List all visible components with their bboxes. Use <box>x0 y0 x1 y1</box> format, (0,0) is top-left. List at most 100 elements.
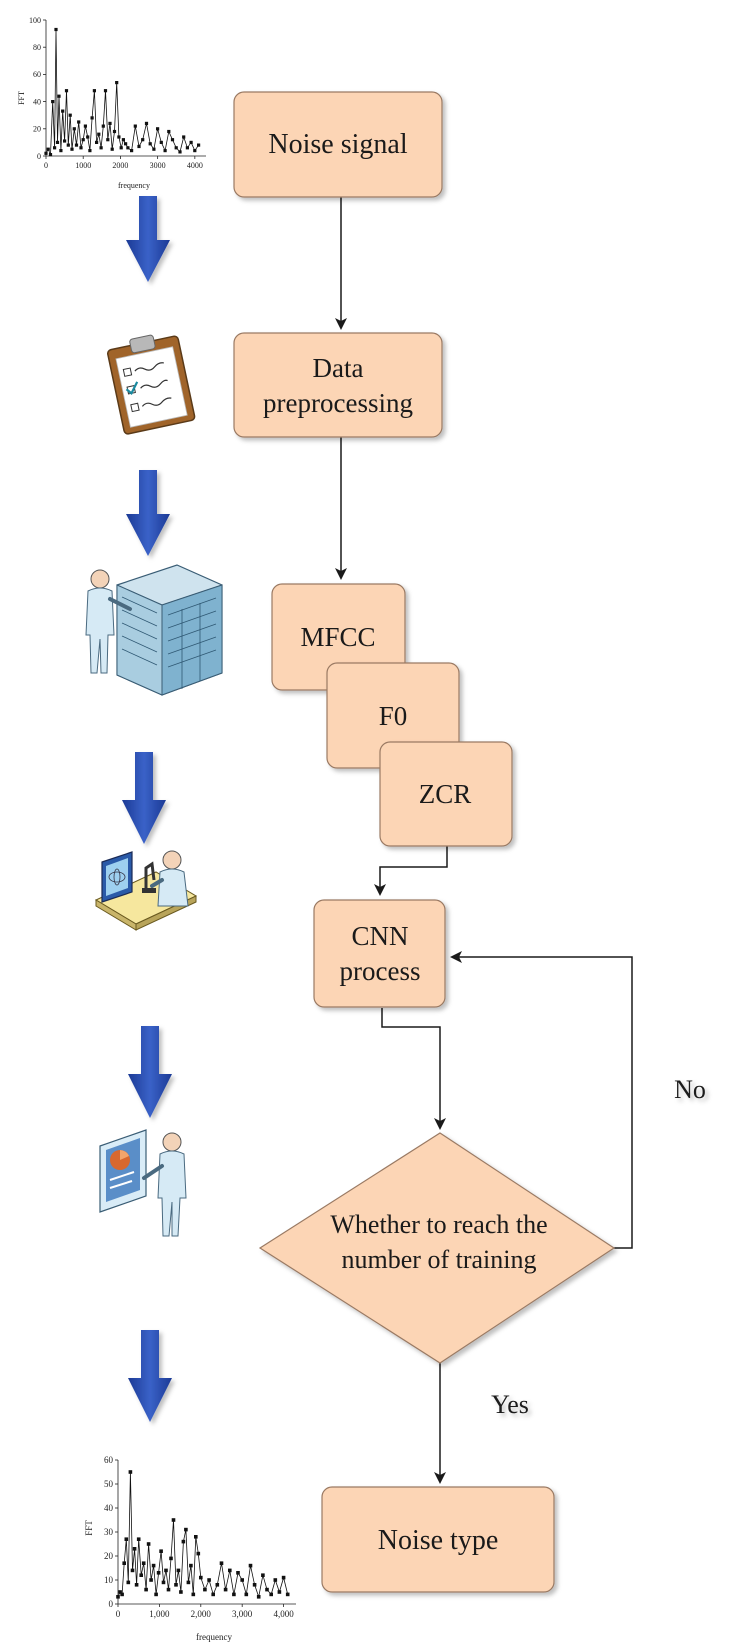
data-point <box>146 1542 151 1546</box>
data-point <box>63 139 67 143</box>
fft-chart-top-ylabel: FFT <box>17 91 26 105</box>
data-point <box>189 140 193 144</box>
data-point <box>72 127 76 131</box>
data-point <box>211 1592 215 1597</box>
data-point <box>68 113 72 117</box>
data-point <box>48 153 53 157</box>
data-point <box>83 124 87 128</box>
presenter-chart-icon <box>99 1129 187 1237</box>
data-preprocessing-label-line1: Data <box>313 353 364 383</box>
data-point <box>59 149 63 153</box>
data-point <box>64 89 69 93</box>
data-point <box>186 1580 191 1585</box>
y-tick-label: 40 <box>104 1503 114 1513</box>
data-point <box>197 143 201 147</box>
cnn-process-box: CNN process <box>313 899 446 1008</box>
blue-arrow-icon <box>128 1330 172 1422</box>
data-point <box>53 146 57 150</box>
data-point <box>95 140 99 144</box>
data-point <box>184 1527 188 1532</box>
data-point <box>97 132 101 136</box>
data-point <box>159 140 163 144</box>
data-point <box>236 1571 240 1575</box>
connector-decision-no-loop <box>450 951 633 1249</box>
data-point <box>112 129 117 134</box>
connector-cnn-to-decision <box>381 1008 446 1130</box>
x-tick-label: 4,000 <box>273 1609 294 1619</box>
fft-chart-bottom-ylabel: FFT <box>84 1520 94 1536</box>
data-point <box>141 138 145 142</box>
y-tick-label: 80 <box>33 43 41 52</box>
mfcc-label: MFCC <box>300 622 375 652</box>
data-point <box>144 1587 148 1592</box>
data-point <box>194 1535 198 1539</box>
fft-chart-bottom-xlabel: frequency <box>196 1632 232 1642</box>
zcr-label: ZCR <box>419 779 472 809</box>
x-tick-label: 4000 <box>187 161 203 170</box>
data-point <box>174 146 178 150</box>
data-point <box>182 135 186 139</box>
cnn-label-line1: CNN <box>351 921 408 951</box>
noise-signal-box: Noise signal <box>233 91 443 198</box>
data-point <box>166 1587 171 1592</box>
data-point <box>126 1580 131 1585</box>
data-point <box>185 146 189 150</box>
noise-type-box: Noise type <box>321 1486 555 1593</box>
data-point <box>248 1563 253 1568</box>
data-point <box>86 135 90 139</box>
data-preprocessing-label-line2: preprocessing <box>263 388 413 418</box>
data-point <box>285 1592 290 1597</box>
data-point <box>265 1587 269 1592</box>
data-point <box>116 1595 120 1599</box>
y-tick-label: 100 <box>29 16 41 25</box>
clipboard-icon <box>107 334 196 435</box>
y-tick-label: 40 <box>33 97 41 106</box>
data-point <box>240 1578 244 1582</box>
no-branch-label: No <box>674 1075 706 1104</box>
decision-label-line2: number of training <box>342 1245 537 1274</box>
data-point <box>154 1592 158 1597</box>
x-tick-label: 0 <box>116 1609 121 1619</box>
data-point <box>156 127 160 131</box>
data-point <box>121 138 125 142</box>
x-tick-label: 0 <box>44 161 48 170</box>
data-point <box>120 1592 124 1597</box>
flow-connectors <box>335 197 633 1484</box>
data-point <box>99 146 103 150</box>
data-point <box>119 146 123 150</box>
data-point <box>252 1583 257 1587</box>
data-point <box>51 100 55 104</box>
data-point <box>133 124 137 128</box>
data-point <box>137 144 141 149</box>
y-tick-label: 0 <box>109 1599 114 1609</box>
data-point <box>81 138 85 142</box>
data-point <box>130 1568 135 1573</box>
y-tick-label: 20 <box>104 1551 114 1561</box>
data-point <box>141 1561 146 1565</box>
fft-chart-top-xlabel: frequency <box>118 181 150 190</box>
data-point <box>77 120 81 124</box>
data-point <box>232 1592 236 1597</box>
data-point <box>156 1571 161 1575</box>
data-point <box>223 1587 228 1592</box>
data-point <box>117 135 121 139</box>
data-point <box>179 1590 183 1594</box>
data-point <box>163 149 167 153</box>
data-point <box>136 1537 141 1541</box>
data-point <box>219 1561 224 1565</box>
series-line <box>117 1471 289 1599</box>
data-point <box>281 1575 286 1580</box>
noise-signal-label: Noise signal <box>268 129 407 160</box>
data-point <box>74 143 79 147</box>
data-point <box>79 146 83 150</box>
data-point <box>130 149 134 153</box>
data-point <box>101 124 105 128</box>
x-tick-label: 3000 <box>150 161 166 170</box>
decision-diamond: Whether to reach the number of training <box>258 1132 616 1364</box>
data-point <box>106 138 110 142</box>
data-point <box>261 1573 265 1577</box>
data-point <box>207 1578 211 1582</box>
data-point <box>169 1556 173 1561</box>
